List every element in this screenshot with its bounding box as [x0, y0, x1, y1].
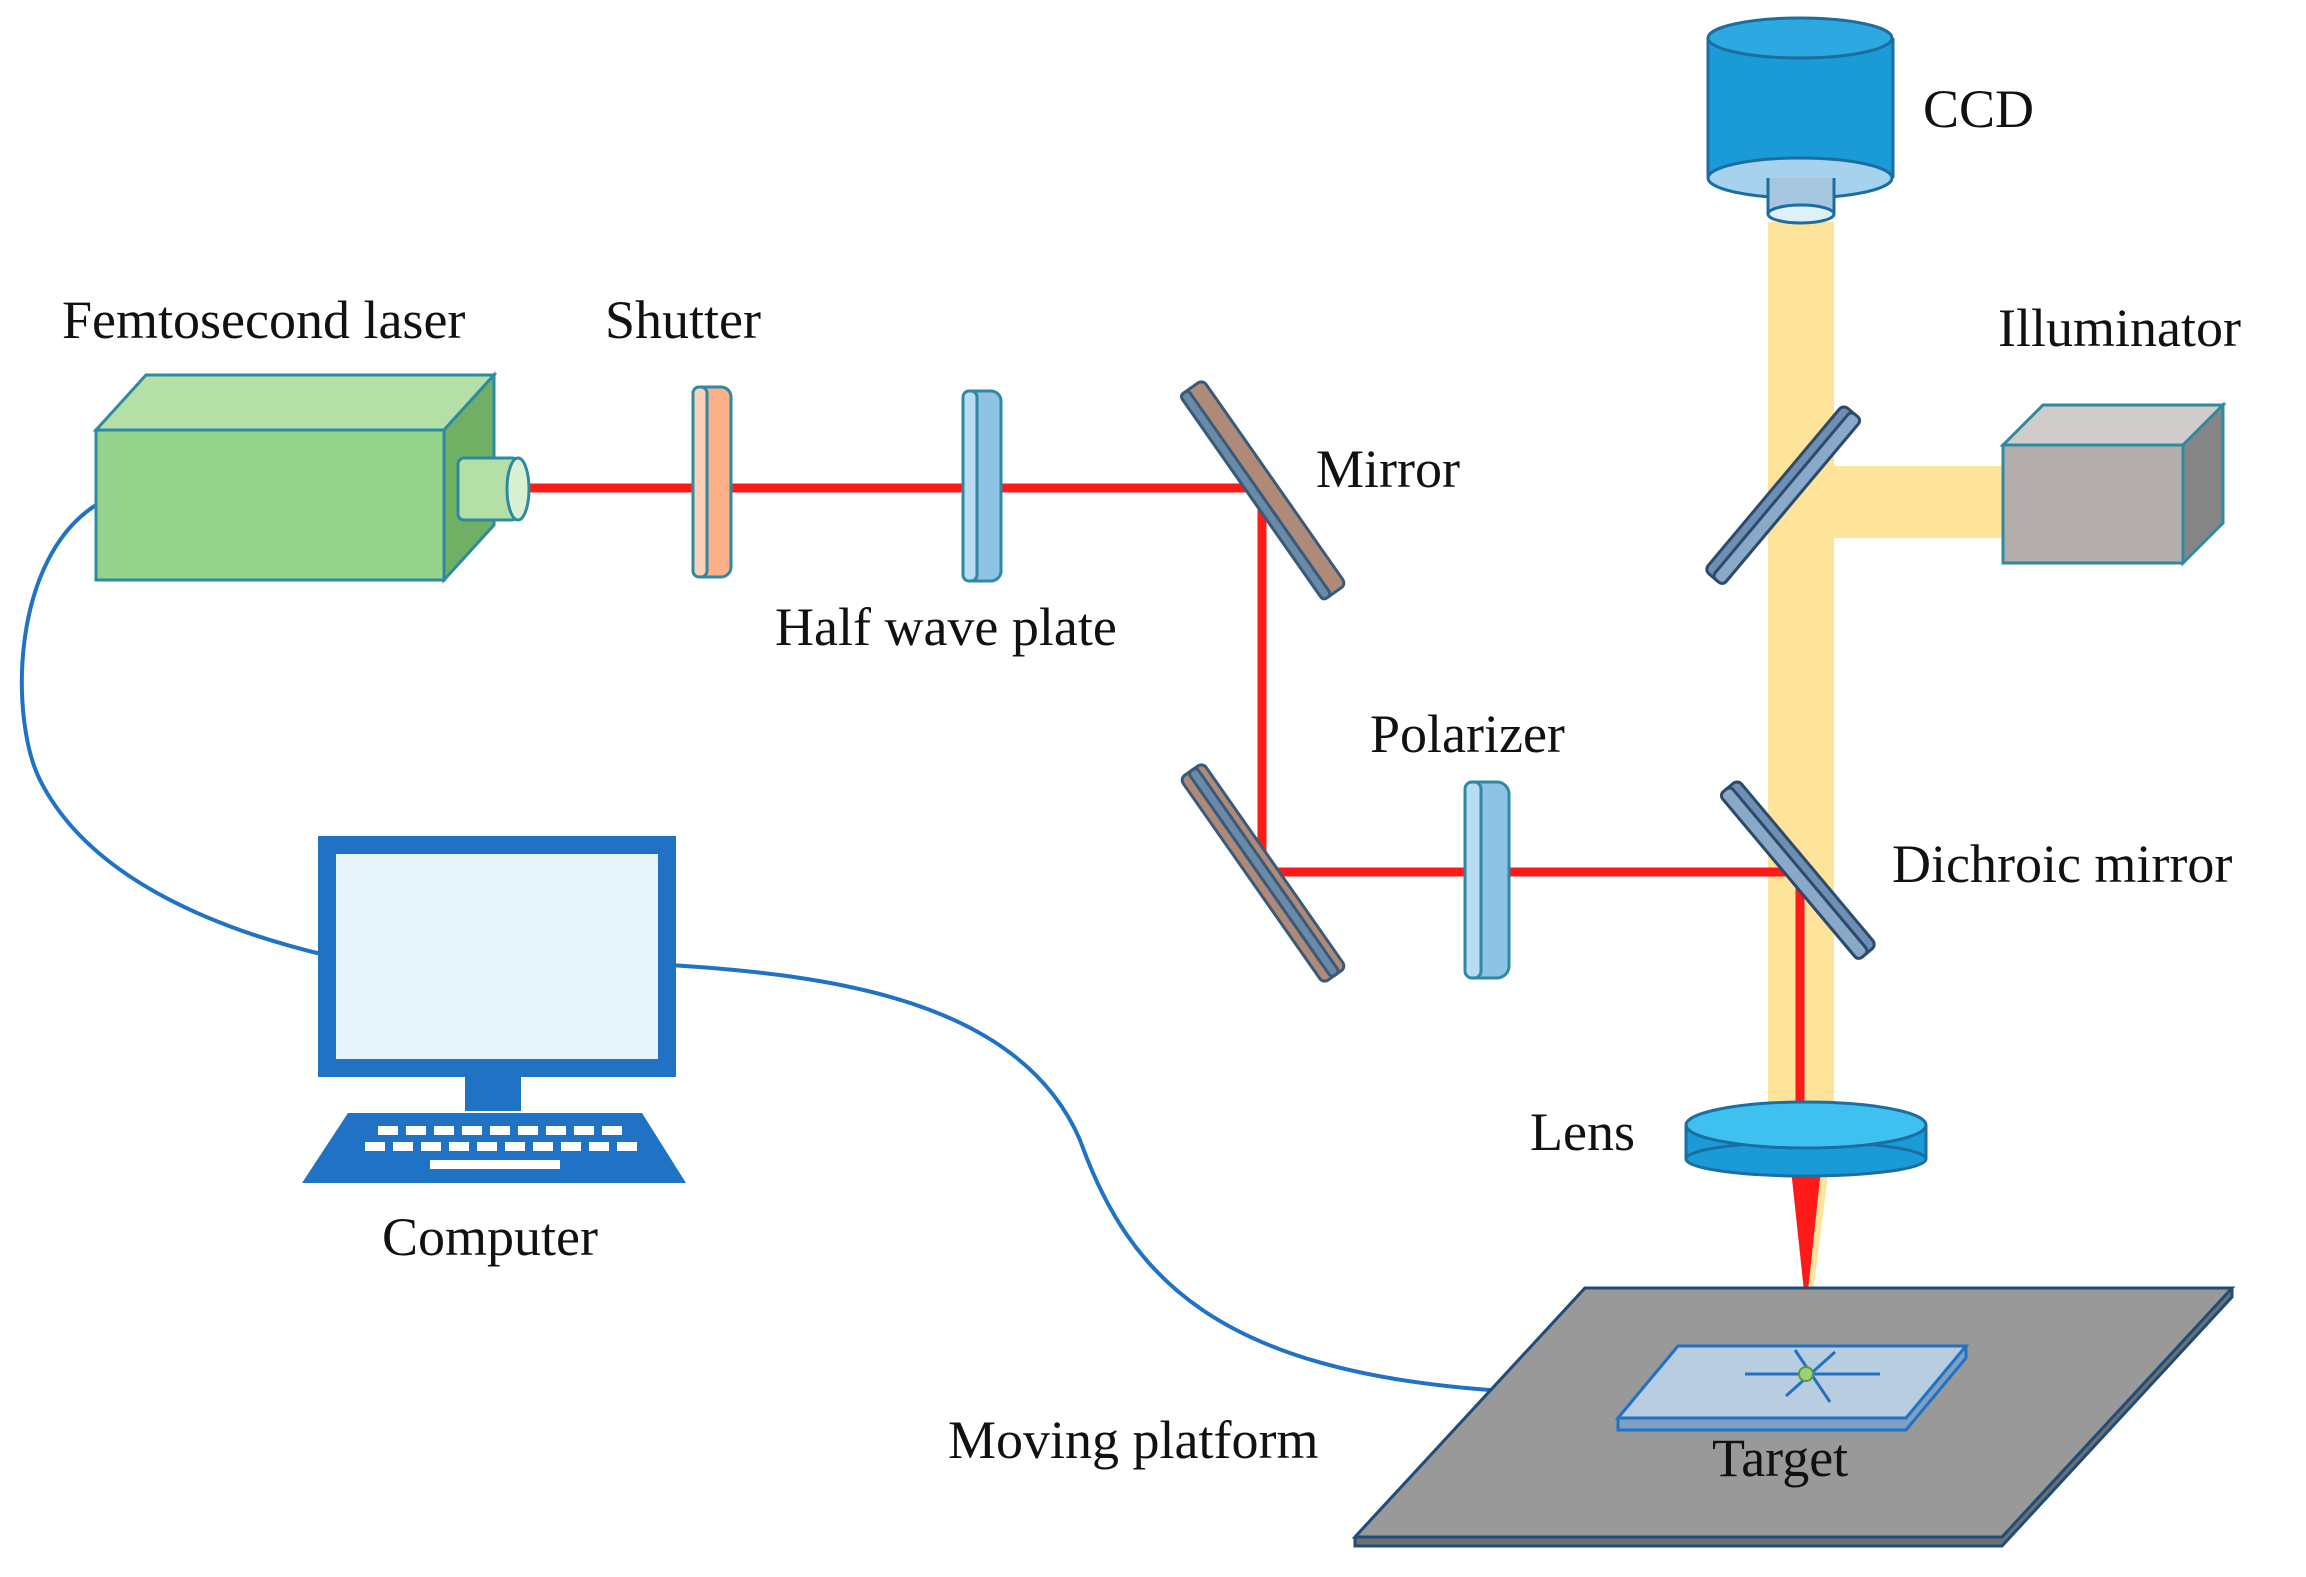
- label-illuminator: Illuminator: [1998, 298, 2241, 358]
- femtosecond-laser: [92, 371, 531, 584]
- laser-output-aperture: [505, 456, 531, 522]
- lower-mirror: [1180, 763, 1346, 983]
- illumination-beam: [1768, 222, 2004, 1300]
- label-shutter: Shutter: [605, 290, 761, 350]
- label-femtosecond-laser: Femtosecond laser: [62, 290, 465, 350]
- focused-laser-cone: [1790, 1160, 1822, 1310]
- label-target: Target: [1712, 1428, 1848, 1488]
- label-half-wave-plate: Half wave plate: [775, 597, 1117, 657]
- label-ccd: CCD: [1923, 79, 2034, 139]
- illumination-beam-splitter: [1705, 405, 1862, 585]
- label-mirror: Mirror: [1316, 439, 1460, 499]
- label-computer: Computer: [382, 1207, 598, 1267]
- half-wave-plate: [961, 389, 1003, 583]
- computer-to-platform-cable: [669, 963, 1491, 1392]
- polarizer: [1463, 780, 1511, 980]
- lens: [1684, 1100, 1928, 1178]
- target-sample: [1614, 1344, 1970, 1432]
- label-dichroic-mirror: Dichroic mirror: [1892, 834, 2232, 894]
- label-polarizer: Polarizer: [1370, 704, 1565, 764]
- laser-to-computer-cable: [19, 503, 326, 957]
- ccd-camera: [1706, 16, 1895, 225]
- laser-body-front: [94, 428, 446, 582]
- upper-mirror: [1179, 380, 1346, 601]
- keyboard-keys: [365, 1126, 637, 1169]
- laser-beam: [520, 483, 1805, 1105]
- computer-monitor: [318, 836, 676, 1077]
- shutter: [691, 385, 733, 579]
- computer: [302, 836, 686, 1183]
- illuminator: [1999, 401, 2227, 567]
- computer-stand: [465, 1077, 521, 1111]
- laser-body-top: [92, 373, 498, 432]
- dichroic-mirror: [1719, 780, 1876, 960]
- label-moving-platform: Moving platform: [948, 1410, 1318, 1470]
- label-lens: Lens: [1530, 1102, 1635, 1162]
